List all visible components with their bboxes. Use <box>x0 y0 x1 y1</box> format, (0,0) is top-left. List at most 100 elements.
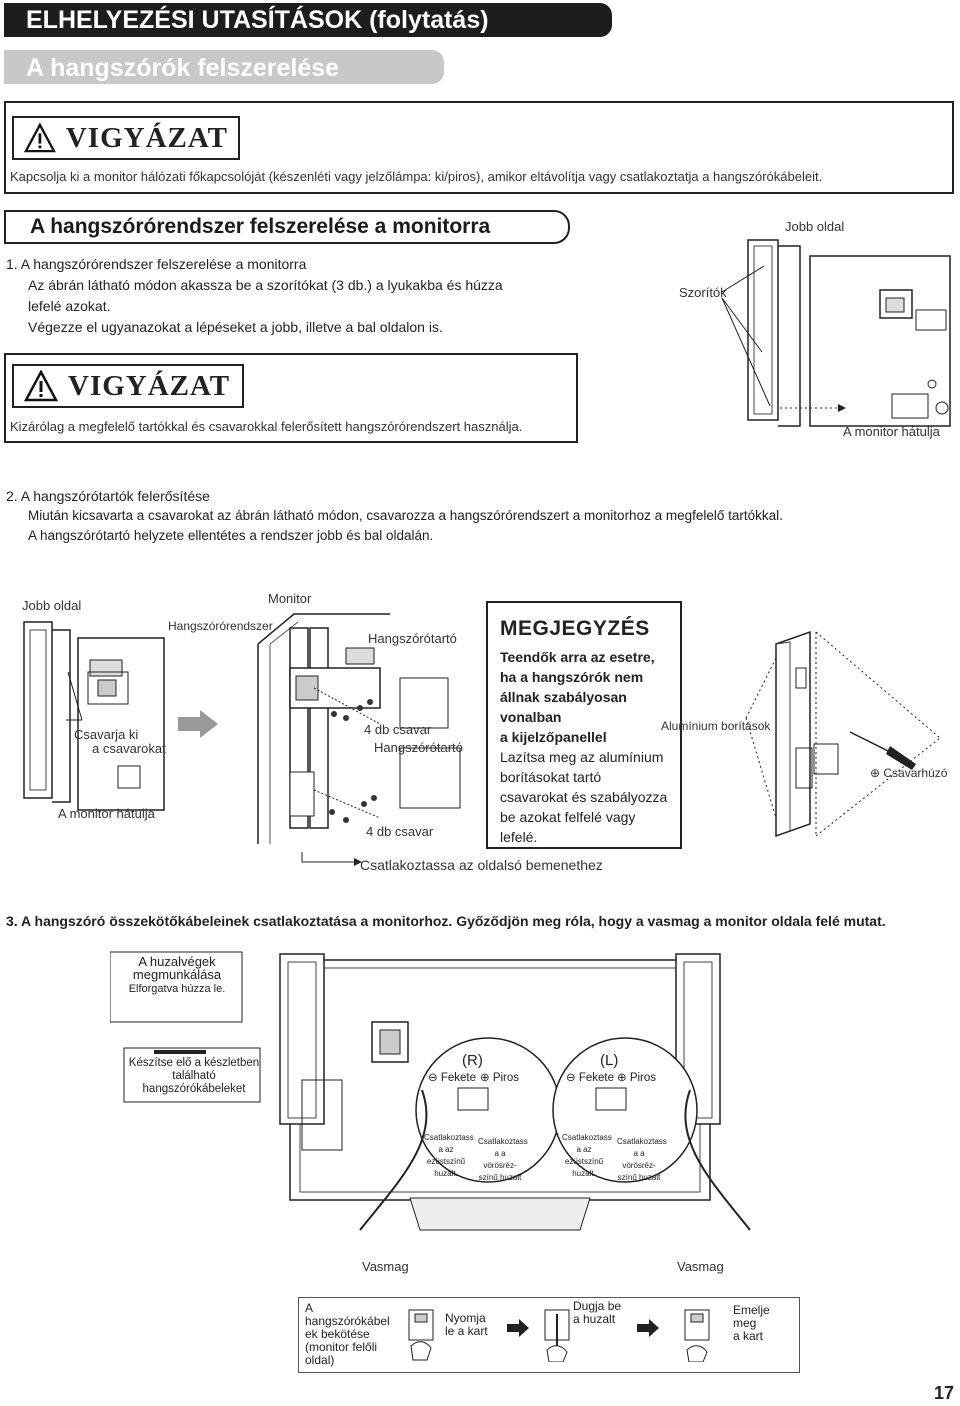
step-press: Nyomja le a kart <box>445 1312 488 1338</box>
wire-prep-box: A huzalvégek megmunkálása Elforgatva húz… <box>112 955 242 996</box>
right-channel-label: (R) <box>462 1052 483 1069</box>
step1-block: 1. A hangszórórendszer felszerelése a mo… <box>6 254 566 338</box>
step-lift-line: meg <box>733 1316 757 1330</box>
conn-silver-line: Csatlakoztass <box>424 1133 474 1142</box>
steps-intro-line: oldal) <box>305 1353 335 1367</box>
note-title: MEGJEGYZÉS <box>500 617 650 640</box>
steps-intro-line: A <box>305 1301 314 1315</box>
red-terminal-l: ⊕ Piros <box>617 1072 657 1084</box>
conn-silver-line: a az <box>438 1145 454 1154</box>
warning-box-power: VIGYÁZAT Kapcsolja ki a monitor hálózati… <box>4 101 954 194</box>
steps-intro-line: (monitor felőli <box>305 1340 378 1354</box>
conn-silver-r: Csatlakoztass a az ezüstszínű huzalt. <box>424 1132 474 1180</box>
conn-red-line: a a vörösréz- <box>622 1149 656 1170</box>
step2-block: 2. A hangszórótartók felerősítése Miután… <box>6 486 946 546</box>
prepare-cables-box: Készítse elő a készletben található hang… <box>126 1057 262 1096</box>
conn-silver-line: huzalt. <box>434 1169 458 1178</box>
steps-intro: A hangszórókábel ek bekötése (monitor fe… <box>305 1302 390 1367</box>
press-lever-icon <box>403 1306 439 1362</box>
steps-intro-line: ek bekötése <box>305 1327 370 1341</box>
step-insert-line: a huzalt <box>573 1312 616 1326</box>
conn-silver-line: ezüstszínű <box>426 1157 466 1166</box>
step1-heading: 1. A hangszórórendszer felszerelése a mo… <box>6 256 307 272</box>
note-plain-line: be azokat felfelé vagy <box>500 809 636 825</box>
black-terminal-r: ⊖ Fekete <box>428 1072 476 1084</box>
step1-line3: Végezze el ugyanazokat a lépéseket a job… <box>28 319 443 335</box>
fig3-aluminum-covers-label: Alumínium borítások <box>661 719 771 733</box>
fig2-holder-label-2: Hangszórótartó <box>374 740 463 755</box>
arrow-right-icon <box>637 1319 659 1337</box>
step-lift: Emelje meg a kart <box>733 1304 770 1343</box>
conn-silver-line: Csatlakoztass <box>562 1133 612 1142</box>
wire-prep-subtitle: Elforgatva húzza le. <box>128 983 226 995</box>
note-bold-line: ha a hangszórók nem <box>500 669 644 685</box>
step-lift-line: a kart <box>733 1329 764 1343</box>
fig2-speaker-system-label: Hangszórórendszer <box>168 619 273 633</box>
ferrite-label-right: Vasmag <box>677 1259 724 1274</box>
red-terminal-r: ⊕ Piros <box>480 1072 520 1084</box>
warning-triangle-icon <box>24 370 58 402</box>
note-plain-line: csavarokat és szabályozza <box>500 789 668 805</box>
figure-clamps-diagram <box>680 236 956 446</box>
fig2-screws-label-1: 4 db csavar <box>364 722 432 737</box>
note-plain-line: lefelé. <box>500 829 538 845</box>
step-insert-line: Dugja be <box>573 1299 622 1313</box>
fig2-right-side-label: Jobb oldal <box>22 598 82 613</box>
fig2-unscrew-label-1: Csavarja ki <box>74 727 139 742</box>
step2-line2: A hangszórótartó helyzete ellentétes a r… <box>28 528 434 543</box>
conn-red-line: Csatlakoztass <box>617 1137 667 1146</box>
fig1-back-label: A monitor hátulja <box>843 424 940 439</box>
step2-line1: Miután kicsavarta a csavarokat az ábrán … <box>28 508 783 523</box>
step-press-line: le a kart <box>445 1324 488 1338</box>
page-number: 17 <box>933 1383 954 1403</box>
black-terminal-l: ⊖ Fekete <box>566 1072 614 1084</box>
warning2-text: Kizárólag a megfelelő tartókkal és csava… <box>10 419 523 434</box>
conn-silver-line: a az <box>576 1145 592 1154</box>
figure-unscrew-diagram <box>18 612 168 824</box>
fig3-screwdriver-label: ⊕ Csavarhúzó <box>870 766 948 780</box>
conn-red-l: Csatlakoztass a a vörösréz- színű huzalt <box>617 1136 667 1184</box>
conn-red-line: színű huzalt <box>617 1173 661 1182</box>
warning2-title-text: VIGYÁZAT <box>68 369 231 402</box>
note-plain-line: Lazítsa meg az alumínium <box>500 749 664 765</box>
steps-intro-line: hangszórókábel <box>305 1314 390 1328</box>
note-bold-line: állnak szabályosan <box>500 689 627 705</box>
insert-wire-icon <box>539 1306 575 1362</box>
warning-title: VIGYÁZAT <box>12 116 240 160</box>
conn-red-r: Csatlakoztass a a vörösréz- színű huzalt <box>478 1136 528 1184</box>
conn-silver-l: Csatlakoztass a az ezüstszínű huzalt. <box>562 1132 612 1180</box>
step-lift-line: Emelje <box>733 1303 770 1317</box>
fig2-screws-label-2: 4 db csavar <box>366 824 434 839</box>
wire-prep-title-2: megmunkálása <box>132 967 222 982</box>
prepare-cables-line-1: Készítse elő a készletben <box>128 1057 260 1069</box>
arrow-right-icon <box>178 710 218 738</box>
section-header-title: ELHELYEZÉSI UTASÍTÁSOK (folytatás) <box>4 3 612 37</box>
figure-cable-connection <box>110 940 855 1240</box>
warning-box-brackets: VIGYÁZAT Kizárólag a megfelelő tartókkal… <box>4 353 578 443</box>
step-press-line: Nyomja <box>445 1311 486 1325</box>
note-plain-line: borításokat tartó <box>500 769 602 785</box>
step3-heading: 3. A hangszóró összekötőkábeleinek csatl… <box>6 913 886 929</box>
conn-red-line: színű huzalt <box>478 1173 522 1182</box>
conn-red-line: Csatlakoztass <box>478 1137 528 1146</box>
connect-arrow-icon <box>300 850 362 866</box>
note-bold-line: vonalban <box>500 709 562 725</box>
conn-silver-line: huzalt. <box>572 1169 596 1178</box>
note-bold-line: Teendők arra az esetre, <box>500 649 655 665</box>
note-box: MEGJEGYZÉS Teendők arra az esetre, ha a … <box>486 601 682 849</box>
lift-lever-icon <box>679 1306 715 1362</box>
fig2-monitor-label: Monitor <box>268 591 312 606</box>
cable-steps-box: A hangszórókábel ek bekötése (monitor fe… <box>298 1297 800 1373</box>
prepare-cables-line-2: található <box>172 1070 216 1082</box>
warning-text: Kapcsolja ki a monitor hálózati főkapcso… <box>10 169 823 184</box>
section-header-subtitle: A hangszórók felszerelése <box>4 50 444 84</box>
fig1-clamps-label: Szorítók <box>679 285 727 300</box>
prepare-cables-line-3: hangszórókábeleket <box>142 1083 246 1095</box>
section-title-pill: A hangszórórendszer felszerelése a monit… <box>4 210 570 244</box>
step1-line2: lefelé azokat. <box>28 298 111 314</box>
figure-aluminum-covers <box>740 628 950 850</box>
warning-triangle-icon <box>24 122 56 153</box>
wire-prep-title-1: A huzalvégek <box>138 954 216 969</box>
fig2-holder-label-1: Hangszórótartó <box>368 631 457 646</box>
left-channel-label: (L) <box>600 1052 619 1069</box>
